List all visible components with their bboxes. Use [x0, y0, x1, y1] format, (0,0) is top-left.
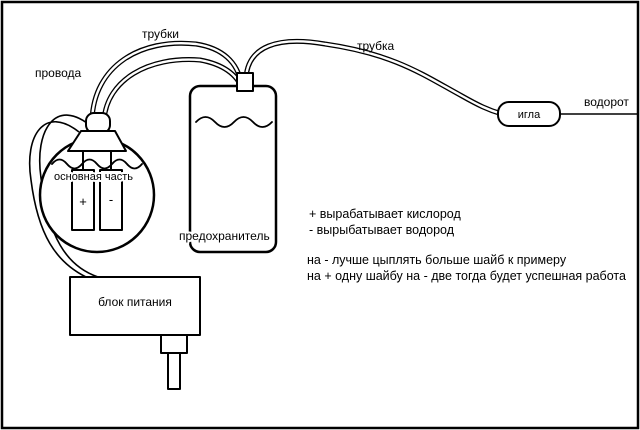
label-hydrogen-output: водорот [584, 95, 629, 109]
electrode-plus-sign: + [79, 194, 87, 209]
wire-right [39, 114, 99, 278]
note-line-3: на - лучше цыплять больше шайб к примеру [307, 253, 567, 267]
label-power-supply: блок питания [98, 295, 172, 309]
electrode-minus-sign: - [109, 192, 113, 207]
label-wires: провода [35, 66, 81, 80]
plug-prong [167, 352, 181, 390]
plug-connector [160, 334, 188, 354]
label-main-part: основная часть [54, 171, 133, 183]
jar-body [188, 84, 278, 254]
power-supply-box [69, 276, 201, 336]
jar-neck [236, 72, 254, 92]
electrode-plus [71, 169, 95, 231]
label-needle: игла [518, 109, 541, 121]
water-line-jar [195, 116, 273, 128]
label-tubes: трубки [142, 27, 179, 41]
label-fuse: предохранитель [179, 229, 270, 243]
water-line-electrolyzer [51, 158, 143, 170]
note-line-1: + вырабатывает кислород [309, 207, 461, 221]
cap-body [67, 130, 127, 152]
note-line-2: - вырыбатывает водород [309, 223, 455, 237]
label-tube: трубка [357, 39, 395, 53]
electrode-minus [99, 169, 123, 231]
electrolyzer-circle [38, 136, 156, 254]
note-line-4: на + одну шайбу на - две тогда будет усп… [307, 269, 626, 283]
